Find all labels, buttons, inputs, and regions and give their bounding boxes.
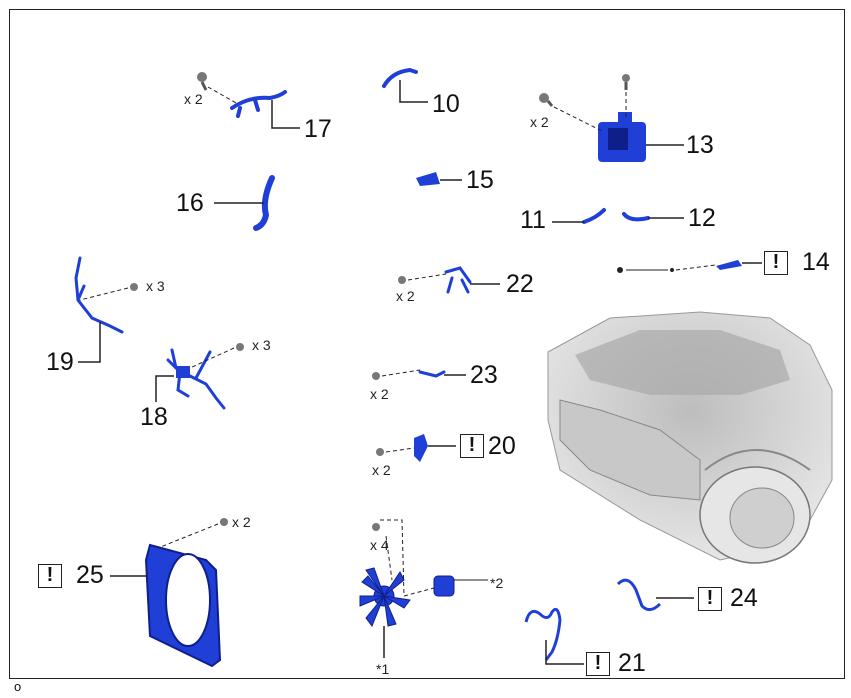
diagram-frame: [9, 9, 845, 679]
part-14-sensor: [716, 260, 742, 270]
quantity-label: x 2: [370, 386, 389, 402]
leader-line: [675, 264, 717, 271]
part-label-20: 20: [488, 432, 516, 460]
leader-line: [553, 106, 605, 133]
bolt-icon: [197, 72, 208, 91]
note-fan: *1: [376, 661, 390, 677]
note-fluid-coupling: *2: [490, 575, 504, 591]
part-label-14: 14: [802, 248, 830, 276]
part-13-module: [598, 112, 646, 162]
leader-line: [399, 80, 428, 103]
quantity-label: x 2: [232, 514, 251, 530]
warning-icon: !: [698, 587, 722, 611]
leader-line: [157, 523, 219, 549]
leader-line: [207, 86, 239, 105]
bolt-icon: [220, 518, 228, 526]
part-fluid-coupling: [433, 575, 455, 597]
part-18-harness: [166, 348, 226, 410]
part-label-10: 10: [432, 90, 460, 118]
part-label-12: 12: [688, 204, 716, 232]
part-label-22: 22: [506, 270, 534, 298]
part-16-hose: [253, 175, 275, 231]
part-15-connector: [416, 172, 440, 186]
leader-line: [271, 100, 300, 129]
quantity-label: x 2: [184, 91, 203, 107]
part-11-hose: [582, 208, 606, 224]
part-label-21: 21: [618, 649, 646, 677]
warning-icon: !: [586, 652, 610, 676]
bolt-icon: [622, 74, 630, 90]
part-20-bracket: [414, 434, 428, 462]
part-21-drive-belt: [524, 607, 562, 661]
part-18-connector: [176, 366, 190, 378]
bolt-icon: [372, 372, 380, 380]
quantity-label: x 2: [530, 114, 549, 130]
part-label-18: 18: [140, 403, 168, 431]
clip-dot-icon: [617, 267, 623, 273]
part-12-hose: [622, 212, 650, 222]
bolt-icon: [539, 93, 554, 107]
quantity-label: x 2: [372, 462, 391, 478]
leader-line: [189, 347, 235, 369]
part-17-wire-harness: [230, 90, 287, 118]
part-25-fan-shroud: [144, 543, 222, 668]
part-label-17: 17: [304, 115, 332, 143]
leader-line: [380, 519, 405, 597]
leader-line: [381, 369, 421, 377]
quantity-label: x 2: [396, 288, 415, 304]
part-fan: [359, 567, 411, 628]
part-label-23: 23: [470, 361, 498, 389]
bolt-icon: [130, 283, 138, 291]
warning-icon: !: [460, 434, 484, 458]
leader-line: [545, 640, 584, 665]
part-label-25: 25: [76, 561, 104, 589]
part-19-harness: [74, 256, 124, 334]
clip-dot-icon: [670, 268, 674, 272]
corner-mark: o: [14, 679, 22, 694]
vehicle-front-illustration: [547, 311, 833, 564]
warning-icon: !: [764, 251, 788, 275]
part-label-15: 15: [466, 166, 494, 194]
leader-line: [79, 287, 129, 301]
part-label-13: 13: [686, 131, 714, 159]
leader-line: [385, 535, 393, 581]
part-23-clamp: [418, 370, 446, 378]
leader-line: [407, 273, 447, 281]
leader-line: [385, 447, 415, 453]
bolt-icon: [398, 276, 406, 284]
part-label-11: 11: [520, 206, 546, 234]
leader-line: [403, 587, 435, 597]
quantity-label: x 4: [370, 537, 389, 553]
part-label-16: 16: [176, 189, 204, 217]
bolt-icon: [372, 523, 380, 531]
quantity-label: x 3: [146, 278, 165, 294]
part-22-harness: [444, 266, 472, 294]
part-label-24: 24: [730, 584, 758, 612]
leader-line: [78, 322, 101, 363]
part-24-drive-belt: [616, 578, 662, 611]
warning-icon: !: [38, 564, 62, 588]
part-label-19: 19: [46, 348, 74, 376]
leader-line: [155, 375, 174, 402]
bolt-icon: [236, 343, 244, 351]
bolt-icon: [376, 448, 384, 456]
quantity-label: x 3: [252, 337, 271, 353]
part-10-hose: [382, 67, 418, 88]
